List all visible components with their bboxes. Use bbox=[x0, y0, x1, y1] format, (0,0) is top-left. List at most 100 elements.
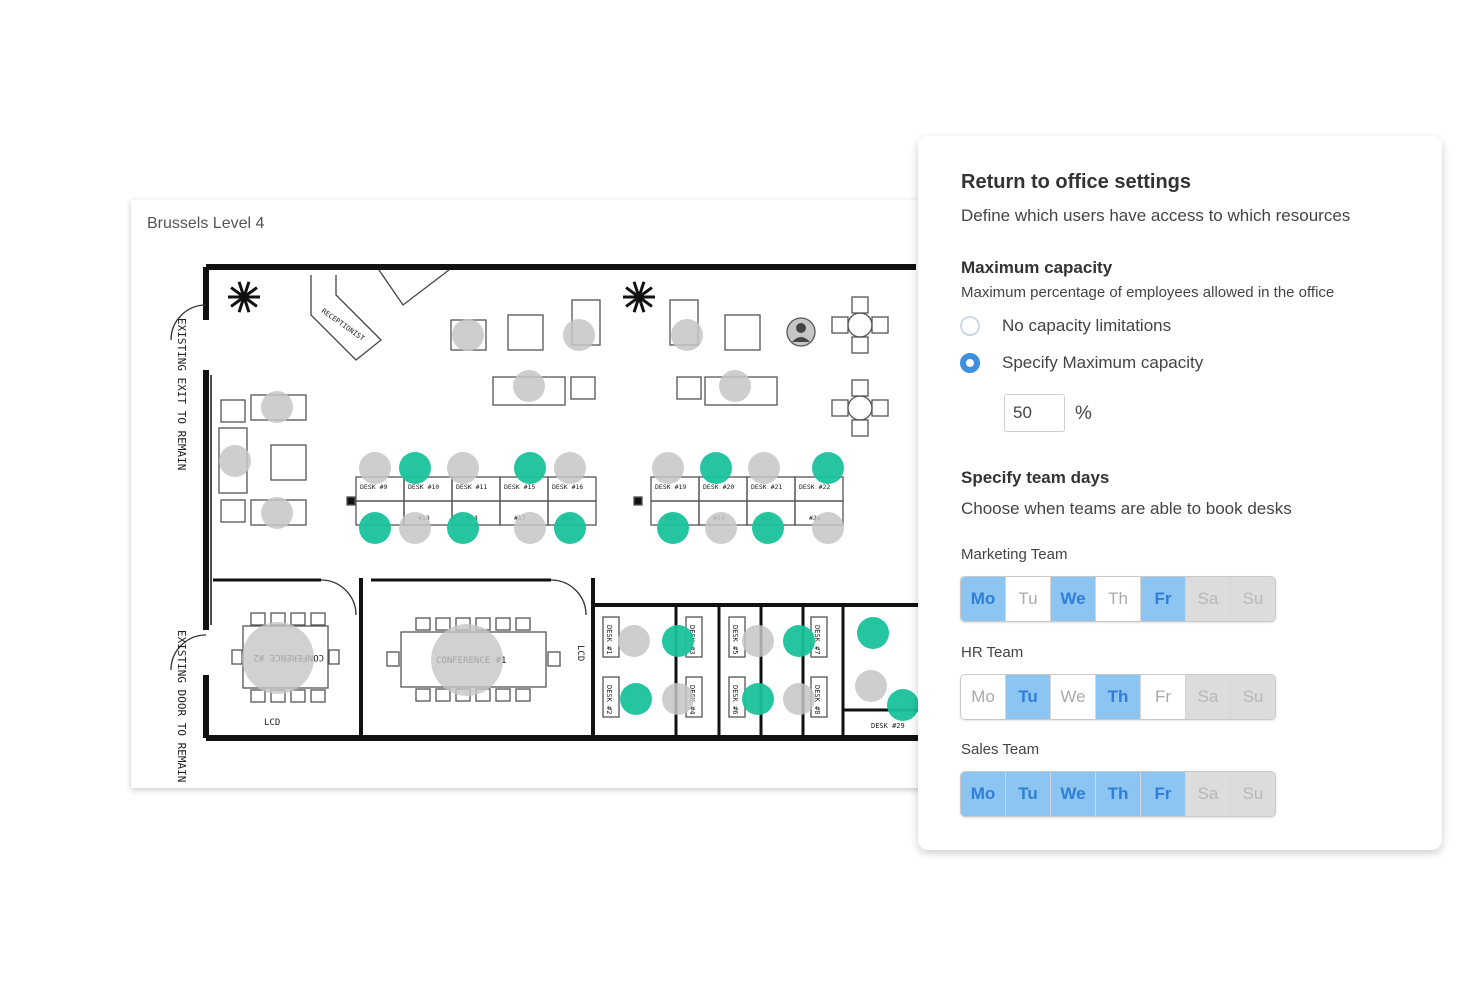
chair bbox=[250, 689, 266, 703]
day-toggle-sa[interactable]: Sa bbox=[1186, 577, 1231, 621]
day-toggle-su[interactable]: Su bbox=[1231, 772, 1275, 816]
plant-leaf bbox=[625, 295, 640, 308]
seat-available-marker[interactable] bbox=[857, 617, 889, 649]
seat-unavailable-marker[interactable] bbox=[514, 512, 546, 544]
seat-unavailable-marker[interactable] bbox=[563, 319, 595, 351]
specify-capacity-label: Specify Maximum capacity bbox=[1002, 353, 1204, 372]
plant-leaf bbox=[243, 295, 258, 308]
day-toggle-su[interactable]: Su bbox=[1231, 675, 1275, 719]
chair bbox=[871, 316, 889, 334]
day-toggle-fr[interactable]: Fr bbox=[1141, 675, 1186, 719]
seat-available-marker[interactable] bbox=[447, 512, 479, 544]
day-toggle-tu[interactable]: Tu bbox=[1006, 772, 1051, 816]
day-toggle-fr[interactable]: Fr bbox=[1141, 577, 1186, 621]
seat-unavailable-marker[interactable] bbox=[447, 452, 479, 484]
floor-plan-seats[interactable] bbox=[219, 319, 919, 721]
floor-plan-card: Brussels Level 4 EXISTING EXIT TO REMAIN… bbox=[131, 200, 931, 788]
day-toggle-su[interactable]: Su bbox=[1231, 577, 1275, 621]
specify-capacity-option[interactable]: Specify Maximum capacity bbox=[960, 353, 1203, 373]
chair bbox=[495, 688, 511, 702]
seat-available-marker[interactable] bbox=[662, 625, 694, 657]
day-toggle-we[interactable]: We bbox=[1051, 772, 1096, 816]
seat-available-marker[interactable] bbox=[514, 452, 546, 484]
day-toggle-tu[interactable]: Tu bbox=[1006, 577, 1051, 621]
seat-available-marker[interactable] bbox=[700, 452, 732, 484]
desk-label: DESK #22 bbox=[799, 483, 830, 491]
chair bbox=[515, 688, 531, 702]
chair bbox=[851, 296, 869, 314]
seat-unavailable-marker[interactable] bbox=[705, 512, 737, 544]
team-name-1: HR Team bbox=[961, 644, 1024, 661]
seat-unavailable-marker[interactable] bbox=[554, 452, 586, 484]
plant-leaf bbox=[638, 295, 653, 308]
day-toggle-mo[interactable]: Mo bbox=[961, 675, 1006, 719]
seat-unavailable-marker[interactable] bbox=[652, 452, 684, 484]
day-toggle-we[interactable]: We bbox=[1051, 577, 1096, 621]
seat-unavailable-marker[interactable] bbox=[261, 391, 293, 423]
day-toggle-sa[interactable]: Sa bbox=[1186, 772, 1231, 816]
exit-label-top: EXISTING EXIT TO REMAIN bbox=[175, 318, 188, 470]
seat-available-marker[interactable] bbox=[887, 689, 919, 721]
capacity-percent-unit: % bbox=[1075, 403, 1092, 424]
chair bbox=[415, 688, 431, 702]
no-capacity-limit-radio[interactable] bbox=[960, 316, 980, 336]
door-arc bbox=[170, 304, 207, 341]
seat-unavailable-marker[interactable] bbox=[783, 683, 815, 715]
seat-unavailable-marker[interactable] bbox=[513, 370, 545, 402]
seat-available-marker[interactable] bbox=[783, 625, 815, 657]
plant-leaf bbox=[632, 281, 641, 298]
seat-unavailable-marker[interactable] bbox=[431, 624, 503, 696]
seat-unavailable-marker[interactable] bbox=[742, 625, 774, 657]
private-desk bbox=[602, 676, 620, 718]
seat-available-marker[interactable] bbox=[752, 512, 784, 544]
seat-unavailable-marker[interactable] bbox=[359, 452, 391, 484]
seat-unavailable-marker[interactable] bbox=[618, 625, 650, 657]
specify-capacity-radio[interactable] bbox=[960, 353, 980, 373]
seat-available-marker[interactable] bbox=[620, 683, 652, 715]
chair bbox=[435, 688, 451, 702]
day-toggle-tu[interactable]: Tu bbox=[1006, 675, 1051, 719]
plant-leaf bbox=[237, 296, 246, 313]
seat-unavailable-marker[interactable] bbox=[399, 512, 431, 544]
seat-unavailable-marker[interactable] bbox=[671, 319, 703, 351]
seat-unavailable-marker[interactable] bbox=[719, 370, 751, 402]
desk-label: DESK #21 bbox=[751, 483, 782, 491]
day-toggle-mo[interactable]: Mo bbox=[961, 577, 1006, 621]
room-desk-label: DESK #6 bbox=[731, 685, 739, 715]
seat-unavailable-marker[interactable] bbox=[662, 683, 694, 715]
seat-available-marker[interactable] bbox=[399, 452, 431, 484]
no-capacity-limit-option[interactable]: No capacity limitations bbox=[960, 316, 1171, 336]
seat-available-marker[interactable] bbox=[359, 512, 391, 544]
seat-unavailable-marker[interactable] bbox=[219, 445, 251, 477]
seat-available-marker[interactable] bbox=[812, 452, 844, 484]
chair bbox=[250, 612, 266, 626]
day-toggle-fr[interactable]: Fr bbox=[1141, 772, 1186, 816]
day-toggle-th[interactable]: Th bbox=[1096, 675, 1141, 719]
seat-unavailable-marker[interactable] bbox=[261, 497, 293, 529]
seat-unavailable-marker[interactable] bbox=[242, 622, 314, 694]
seat-available-marker[interactable] bbox=[657, 512, 689, 544]
reception-label: RECEPTIONIST bbox=[320, 307, 367, 343]
seat-unavailable-marker[interactable] bbox=[452, 319, 484, 351]
capacity-percentage-input[interactable] bbox=[1004, 394, 1065, 432]
round-table bbox=[847, 395, 873, 421]
day-toggle-we[interactable]: We bbox=[1051, 675, 1096, 719]
chair bbox=[851, 419, 869, 437]
lcd-label: LCD bbox=[264, 718, 280, 728]
seat-available-marker[interactable] bbox=[742, 683, 774, 715]
seat-unavailable-marker[interactable] bbox=[855, 670, 887, 702]
seat-unavailable-marker[interactable] bbox=[748, 452, 780, 484]
day-toggle-sa[interactable]: Sa bbox=[1186, 675, 1231, 719]
chair bbox=[831, 399, 849, 417]
door-arc bbox=[550, 579, 587, 616]
day-toggle-mo[interactable]: Mo bbox=[961, 772, 1006, 816]
plant-leaf bbox=[230, 286, 245, 299]
seat-available-marker[interactable] bbox=[554, 512, 586, 544]
seat-unavailable-marker[interactable] bbox=[812, 512, 844, 544]
desk-label: DESK #11 bbox=[456, 483, 487, 491]
day-toggle-th[interactable]: Th bbox=[1096, 577, 1141, 621]
day-toggle-th[interactable]: Th bbox=[1096, 772, 1141, 816]
